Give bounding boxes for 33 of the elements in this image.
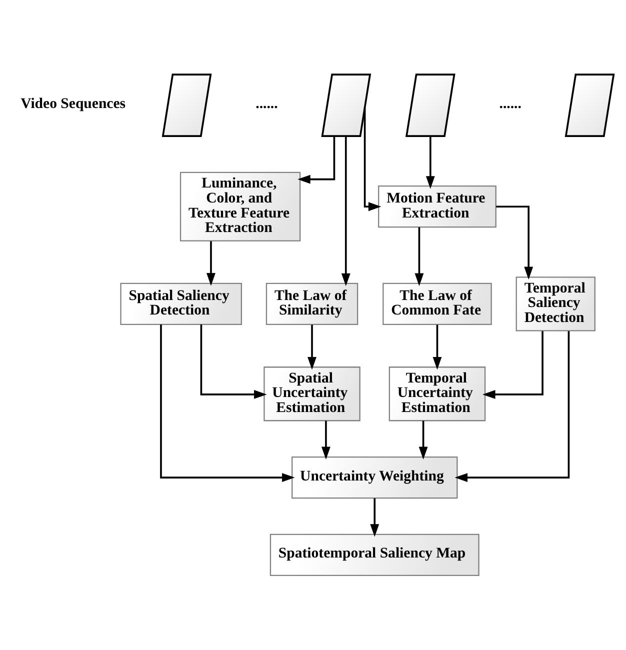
node-box: Luminance, Color, and Texture Feature Extraction — [180, 172, 301, 242]
arrow — [418, 420, 428, 460]
node-parallelogram — [405, 74, 456, 137]
node-box: The Law of Similarity — [266, 282, 358, 325]
arrow — [482, 331, 544, 399]
node-box: Spatial Uncertainty Estimation — [264, 366, 360, 422]
arrow — [370, 498, 380, 537]
label: ...... — [499, 96, 522, 112]
node-box: Motion Feature Extraction — [378, 186, 496, 228]
node-parallelogram — [162, 74, 212, 137]
node-box: Spatial Saliency Detection — [120, 282, 242, 325]
node-box: Temporal Uncertainty Estimation — [388, 366, 486, 422]
arrow — [432, 324, 442, 370]
arrow — [298, 136, 336, 184]
node-box: The Law of Common Fate — [382, 282, 492, 325]
node-parallelogram — [564, 74, 615, 137]
node-box: Spatiotemporal Saliency Map — [270, 534, 480, 576]
arrow — [414, 227, 424, 286]
arrow — [496, 206, 534, 280]
label: Video Sequences — [20, 96, 126, 112]
arrow — [321, 420, 330, 460]
arrow — [364, 108, 382, 212]
arrow — [341, 136, 350, 286]
arrow — [426, 136, 435, 189]
node-parallelogram — [321, 74, 372, 137]
arrow — [160, 324, 295, 482]
arrow — [206, 241, 216, 286]
arrow — [200, 324, 267, 399]
node-box: Temporal Saliency Detection — [516, 276, 596, 332]
arrow — [308, 324, 316, 370]
arrow — [454, 331, 570, 482]
label: ...... — [256, 96, 278, 112]
node-box: Uncertainty Weighting — [292, 456, 458, 499]
